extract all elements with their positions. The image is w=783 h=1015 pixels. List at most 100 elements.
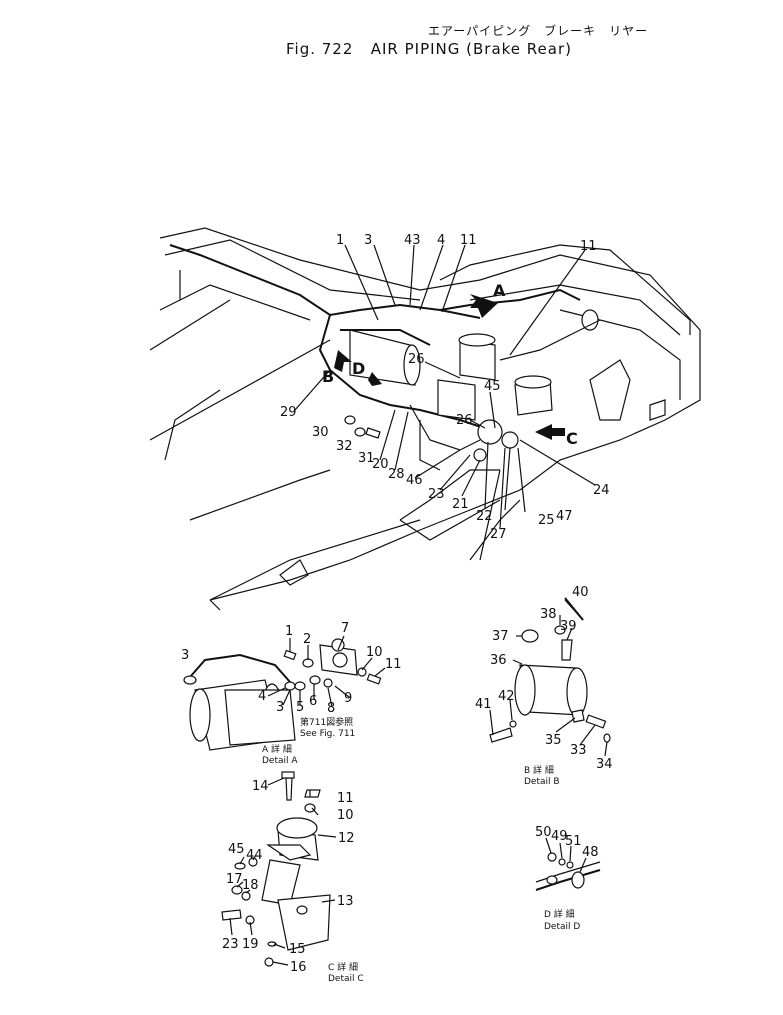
detail-b-label-40: 40 (572, 585, 589, 600)
leader-lines (294, 244, 596, 561)
detail-c-label-45: 45 (228, 842, 245, 857)
bracket-13 (277, 894, 331, 951)
brake-chamber-a (458, 333, 496, 381)
detail-d-label-51: 51 (565, 834, 582, 849)
arrow-label-d: D (352, 359, 365, 378)
brake-chamber-12 (266, 817, 319, 861)
detail-a-caption-en: Detail A (262, 756, 298, 766)
label-46: 46 (406, 473, 423, 488)
detail-a-label-8: 8 (327, 701, 335, 716)
detail-b-caption-jp: B 詳 細 (524, 764, 554, 776)
detail-a-label-11: 11 (385, 657, 402, 672)
arrow-a (470, 294, 498, 318)
detail-c-label-10: 10 (337, 808, 354, 823)
label-22: 22 (476, 509, 493, 524)
detail-a-label-2: 2 (303, 632, 311, 647)
detail-a-label-5: 5 (296, 700, 304, 715)
main-assembly: 1 3 43 4 11 11 26 45 26 29 30 32 31 20 2… (149, 227, 701, 611)
detail-c-label-19: 19 (242, 937, 259, 952)
label-47: 47 (556, 509, 573, 524)
label-31: 31 (358, 451, 375, 466)
figure-title: Fig. 722 AIR PIPING (Brake Rear) (286, 40, 572, 58)
detail-b-label-39: 39 (560, 619, 577, 634)
detail-d-caption-jp: D 詳 細 (544, 908, 575, 920)
air-pipe (169, 244, 481, 319)
arrow-b-d (334, 350, 382, 386)
label-24: 24 (593, 483, 610, 498)
detail-a-label-6: 6 (309, 694, 317, 709)
label-27: 27 (490, 527, 507, 542)
label-21: 21 (452, 497, 469, 512)
detail-b-label-37: 37 (492, 629, 509, 644)
brake-chamber-c (514, 375, 553, 416)
detail-b: 40 38 39 37 36 41 42 35 33 34 B 詳 細 Deta… (475, 585, 613, 787)
label-45: 45 (484, 379, 501, 394)
label-3: 3 (364, 233, 372, 248)
detail-a-label-9: 9 (344, 691, 352, 706)
detail-c-label-11: 11 (337, 791, 354, 806)
detail-c-label-18: 18 (242, 878, 259, 893)
detail-c: 14 11 10 12 45 44 17 18 13 23 19 15 16 C… (221, 771, 364, 984)
label-4: 4 (437, 233, 445, 248)
detail-b-caption-en: Detail B (524, 777, 560, 787)
detail-d-label-49: 49 (551, 829, 568, 844)
label-32: 32 (336, 439, 353, 454)
label-23: 23 (428, 487, 445, 502)
detail-a-label-3b: 3 (276, 700, 284, 715)
arrow-label-b: B (322, 367, 334, 386)
detail-c-label-15: 15 (289, 942, 306, 957)
detail-b-label-33: 33 (570, 743, 587, 758)
detail-c-label-44: 44 (246, 848, 263, 863)
detail-c-label-23: 23 (222, 937, 239, 952)
label-29: 29 (280, 405, 297, 420)
detail-b-label-42: 42 (498, 689, 515, 704)
detail-b-label-34: 34 (596, 757, 613, 772)
detail-b-label-41: 41 (475, 697, 492, 712)
detail-d-caption-en: Detail D (544, 922, 580, 932)
label-28: 28 (388, 467, 405, 482)
label-25: 25 (538, 513, 555, 528)
detail-a-label-3: 3 (181, 648, 189, 663)
figure-name: AIR PIPING (Brake Rear) (370, 40, 572, 58)
label-11a: 11 (460, 233, 477, 248)
detail-c-caption-en: Detail C (328, 974, 364, 984)
detail-c-label-16: 16 (290, 960, 307, 975)
figure-number: Fig. 722 (286, 40, 354, 58)
detail-a-label-1: 1 (285, 624, 293, 639)
arrow-c (535, 424, 565, 440)
brake-chamber-36 (514, 664, 588, 717)
detail-a-see-en: See Fig. 711 (300, 729, 355, 739)
arrow-label-c: C (566, 429, 578, 448)
detail-b-label-35: 35 (545, 733, 562, 748)
detail-b-label-36: 36 (490, 653, 507, 668)
arrow-label-a: A (493, 281, 506, 300)
detail-d-label-48: 48 (582, 845, 599, 860)
label-11b: 11 (580, 239, 597, 254)
detail-a-label-10: 10 (366, 645, 383, 660)
detail-c-label-17: 17 (226, 872, 243, 887)
detail-a-see-jp: 第711図参照 (300, 716, 353, 728)
air-tank (349, 329, 421, 386)
detail-a-caption-jp: A 詳 細 (262, 743, 292, 755)
detail-c-label-14: 14 (252, 779, 269, 794)
detail-d-label-50: 50 (535, 825, 552, 840)
label-43: 43 (404, 233, 421, 248)
label-20: 20 (372, 457, 389, 472)
label-26a: 26 (408, 352, 425, 367)
valve-7 (319, 638, 358, 676)
label-1: 1 (336, 233, 344, 248)
detail-c-label-13: 13 (337, 894, 354, 909)
detail-a: 1 2 7 3 10 11 4 3 5 6 8 9 第711図参照 See Fi… (181, 621, 402, 766)
label-30: 30 (312, 425, 329, 440)
brake-chamber-b (437, 379, 476, 421)
detail-a-label-7: 7 (341, 621, 349, 636)
label-26b: 26 (456, 413, 473, 428)
detail-a-label-4: 4 (258, 689, 266, 704)
detail-c-caption-jp: C 詳 細 (328, 961, 358, 973)
title-japanese: エアーパイピング ブレーキ リヤー (428, 24, 649, 38)
detail-d: 50 49 51 48 D 詳 細 Detail D (535, 825, 601, 932)
detail-b-label-38: 38 (540, 607, 557, 622)
frame-outline (159, 227, 701, 601)
detail-c-label-12: 12 (338, 831, 355, 846)
